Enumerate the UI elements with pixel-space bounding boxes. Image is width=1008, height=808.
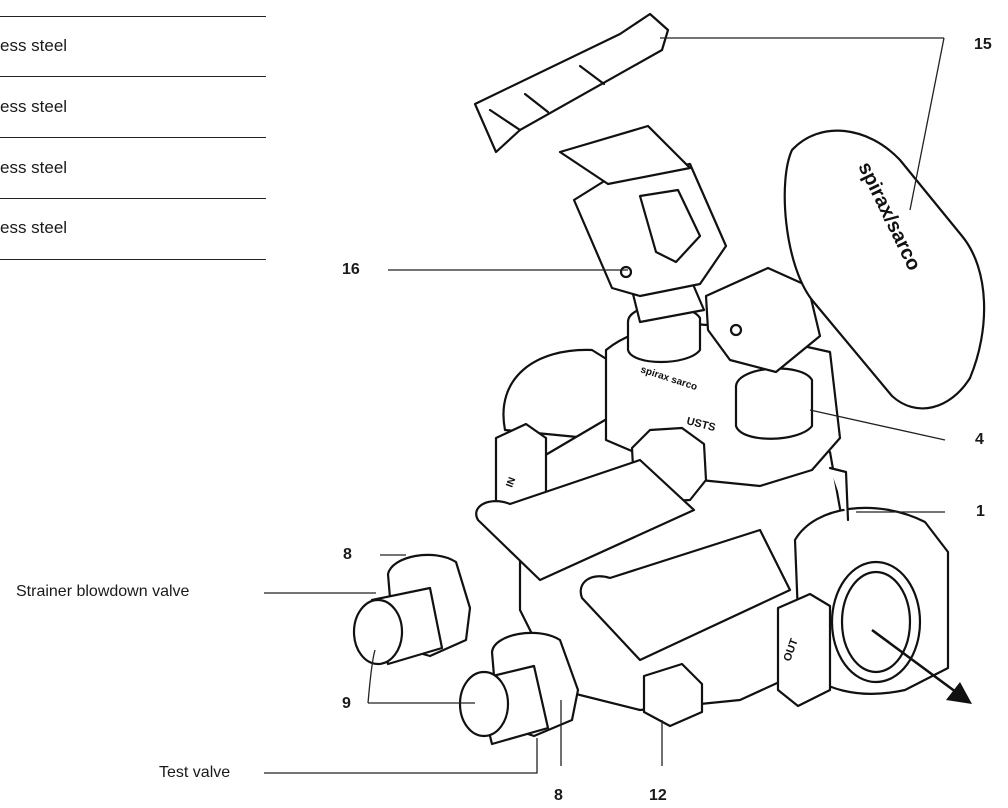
material-cell-2: ess steel	[0, 97, 68, 116]
table-rule-3	[0, 137, 266, 138]
stem-4-hex	[704, 266, 822, 374]
material-cell-1: ess steel	[0, 36, 68, 55]
flow-arrow-head	[946, 682, 972, 704]
callout-1: 1	[976, 503, 985, 520]
leader-15b	[909, 37, 945, 211]
drain-plug	[642, 662, 704, 728]
stem-16-shaft	[558, 124, 692, 186]
test-valve-label: Test valve	[159, 764, 231, 781]
strainer-barrel	[475, 458, 696, 582]
table-rule-4	[0, 198, 266, 199]
oval-handwheel	[783, 129, 986, 410]
callout-12: 12	[649, 787, 667, 804]
callout-8-top: 8	[343, 546, 352, 563]
leader-4	[809, 409, 946, 441]
material-cell-4: ess steel	[0, 218, 68, 237]
callout-9: 9	[342, 695, 351, 712]
stem-4-gland	[734, 367, 814, 440]
strainer-cap	[352, 598, 404, 666]
table-rule-1	[0, 16, 266, 17]
table-rule-5	[0, 259, 266, 260]
in-marking: IN	[504, 476, 518, 489]
strainer-blowdown-label: Strainer blowdown valve	[16, 583, 190, 600]
rear-lug	[502, 348, 610, 442]
leader-9	[367, 649, 475, 704]
material-cell-3: ess steel	[0, 158, 68, 177]
leader-test-valve	[264, 738, 538, 774]
test-valve-cap	[458, 670, 510, 738]
test-valve-barrel	[579, 528, 792, 662]
out-plate	[776, 592, 832, 708]
flow-arrow	[871, 628, 961, 697]
callout-8-bottom: 8	[554, 787, 563, 804]
table-rule-2	[0, 76, 266, 77]
callout-16: 16	[342, 261, 360, 278]
t-handle	[473, 12, 670, 154]
callout-15: 15	[974, 36, 992, 53]
callout-4: 4	[975, 431, 984, 448]
